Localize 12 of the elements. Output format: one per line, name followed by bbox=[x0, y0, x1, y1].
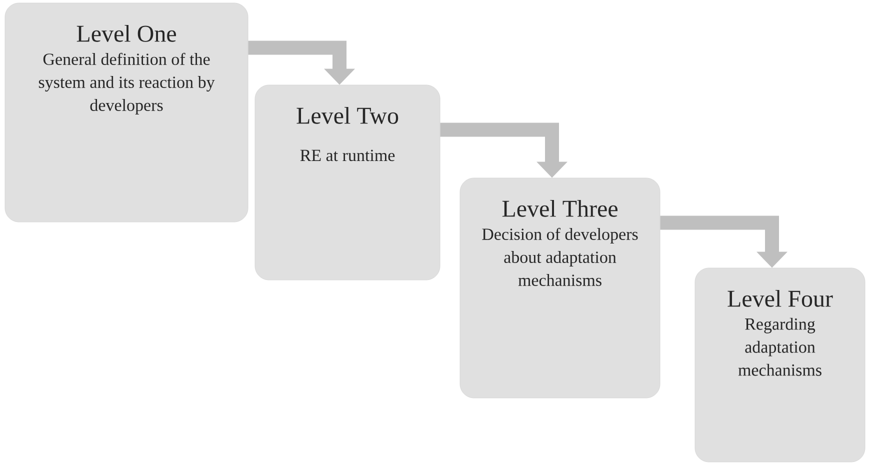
level-box bbox=[4, 2, 248, 222]
level-box bbox=[460, 178, 660, 398]
level-title: Level Two bbox=[296, 106, 398, 124]
description-text: Regarding adaptation mechanisms bbox=[738, 318, 822, 376]
description-text: RE at runtime bbox=[300, 150, 395, 162]
description-text: Decision of developers about adaptation mechanisms bbox=[482, 228, 638, 286]
description-text: General definition of the system and its reaction by developers bbox=[38, 52, 215, 114]
level-title: Level Four bbox=[728, 290, 833, 307]
level-title: Level One bbox=[76, 24, 176, 42]
level-title: Level Three bbox=[502, 200, 618, 217]
level-box bbox=[254, 84, 440, 280]
level-box bbox=[694, 268, 866, 462]
